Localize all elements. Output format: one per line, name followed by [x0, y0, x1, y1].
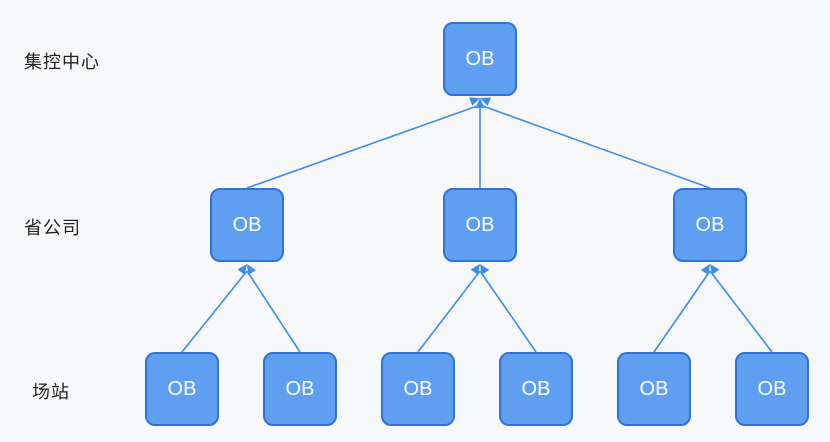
node-station-ob: OB [381, 352, 455, 426]
edge-line [709, 270, 773, 353]
node-province-ob: OB [673, 188, 747, 262]
edge-line [246, 270, 301, 353]
level-label-station: 场站 [32, 382, 70, 403]
node-province-ob: OB [443, 188, 517, 262]
node-station-ob: OB [499, 352, 573, 426]
arrowhead-icon [237, 264, 247, 275]
node-station-ob: OB [263, 352, 337, 426]
arrowhead-icon [469, 97, 480, 106]
level-label-center: 集控中心 [24, 52, 100, 73]
edge-line [246, 104, 481, 189]
arrowhead-icon [247, 264, 257, 275]
arrowhead-icon [480, 264, 490, 275]
arrowhead-icon [470, 264, 480, 275]
edge-line [417, 270, 481, 353]
node-center-ob: OB [443, 22, 517, 96]
arrowhead-icon [700, 264, 710, 275]
edge-line [479, 270, 537, 353]
node-station-ob: OB [735, 352, 809, 426]
edge-line [181, 270, 248, 353]
level-label-province: 省公司 [24, 218, 81, 239]
node-station-ob: OB [145, 352, 219, 426]
edge-line [479, 104, 711, 189]
edge-line [653, 270, 711, 353]
arrowhead-icon [480, 97, 491, 106]
node-province-ob: OB [210, 188, 284, 262]
node-station-ob: OB [617, 352, 691, 426]
arrowhead-icon [710, 264, 720, 275]
